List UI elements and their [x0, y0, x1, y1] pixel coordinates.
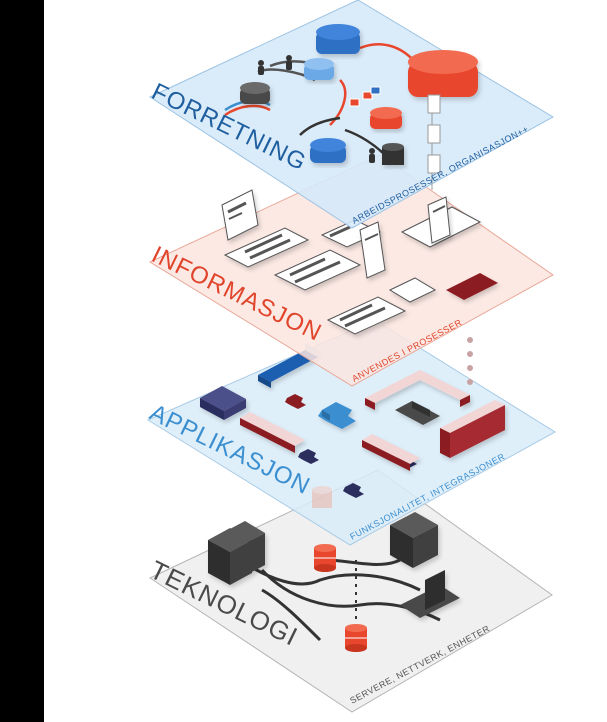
document-icon [320, 219, 382, 248]
document-icon [223, 227, 310, 268]
central-puzzle-icon [318, 402, 356, 429]
layer-business: FORRETNING ARBEIDSPROSESSER, ORGANISASJO… [147, 0, 555, 229]
process-cylinder-gray [240, 82, 270, 104]
document-outline-icon [427, 94, 441, 174]
laptop-icon [400, 570, 460, 618]
layer-technology: TEKNOLOGI SERVERE, NETTVERK, ENHETER [145, 469, 553, 713]
document-icon [427, 196, 451, 244]
document-icon [359, 221, 386, 279]
information-red-block [446, 273, 498, 300]
database-icon [314, 544, 336, 572]
module-block-navy [200, 386, 246, 420]
server-icon [208, 521, 265, 585]
process-cylinder-blue-small [310, 138, 346, 163]
connector-dots [467, 337, 473, 385]
process-node-icon [349, 86, 381, 107]
document-icon [221, 189, 259, 241]
left-black-bar [0, 0, 44, 722]
application-bar [240, 412, 305, 453]
database-icon-bottom [345, 624, 367, 652]
document-icon [326, 296, 407, 335]
process-cylinder-light-blue [304, 58, 334, 80]
document-icon [388, 277, 437, 303]
database-icon-business [382, 143, 404, 165]
person-icon [258, 55, 375, 163]
application-grey-block [395, 401, 440, 425]
application-bar-right [362, 434, 420, 471]
process-cylinder-red-small [370, 107, 402, 129]
server-icon-right [390, 512, 438, 568]
document-icon [273, 249, 362, 291]
application-stack-block [440, 400, 505, 458]
process-cylinder-red-large [408, 50, 478, 97]
application-l-block [365, 370, 470, 410]
process-cylinder-blue [316, 24, 360, 54]
faded-database-icon [312, 486, 332, 508]
